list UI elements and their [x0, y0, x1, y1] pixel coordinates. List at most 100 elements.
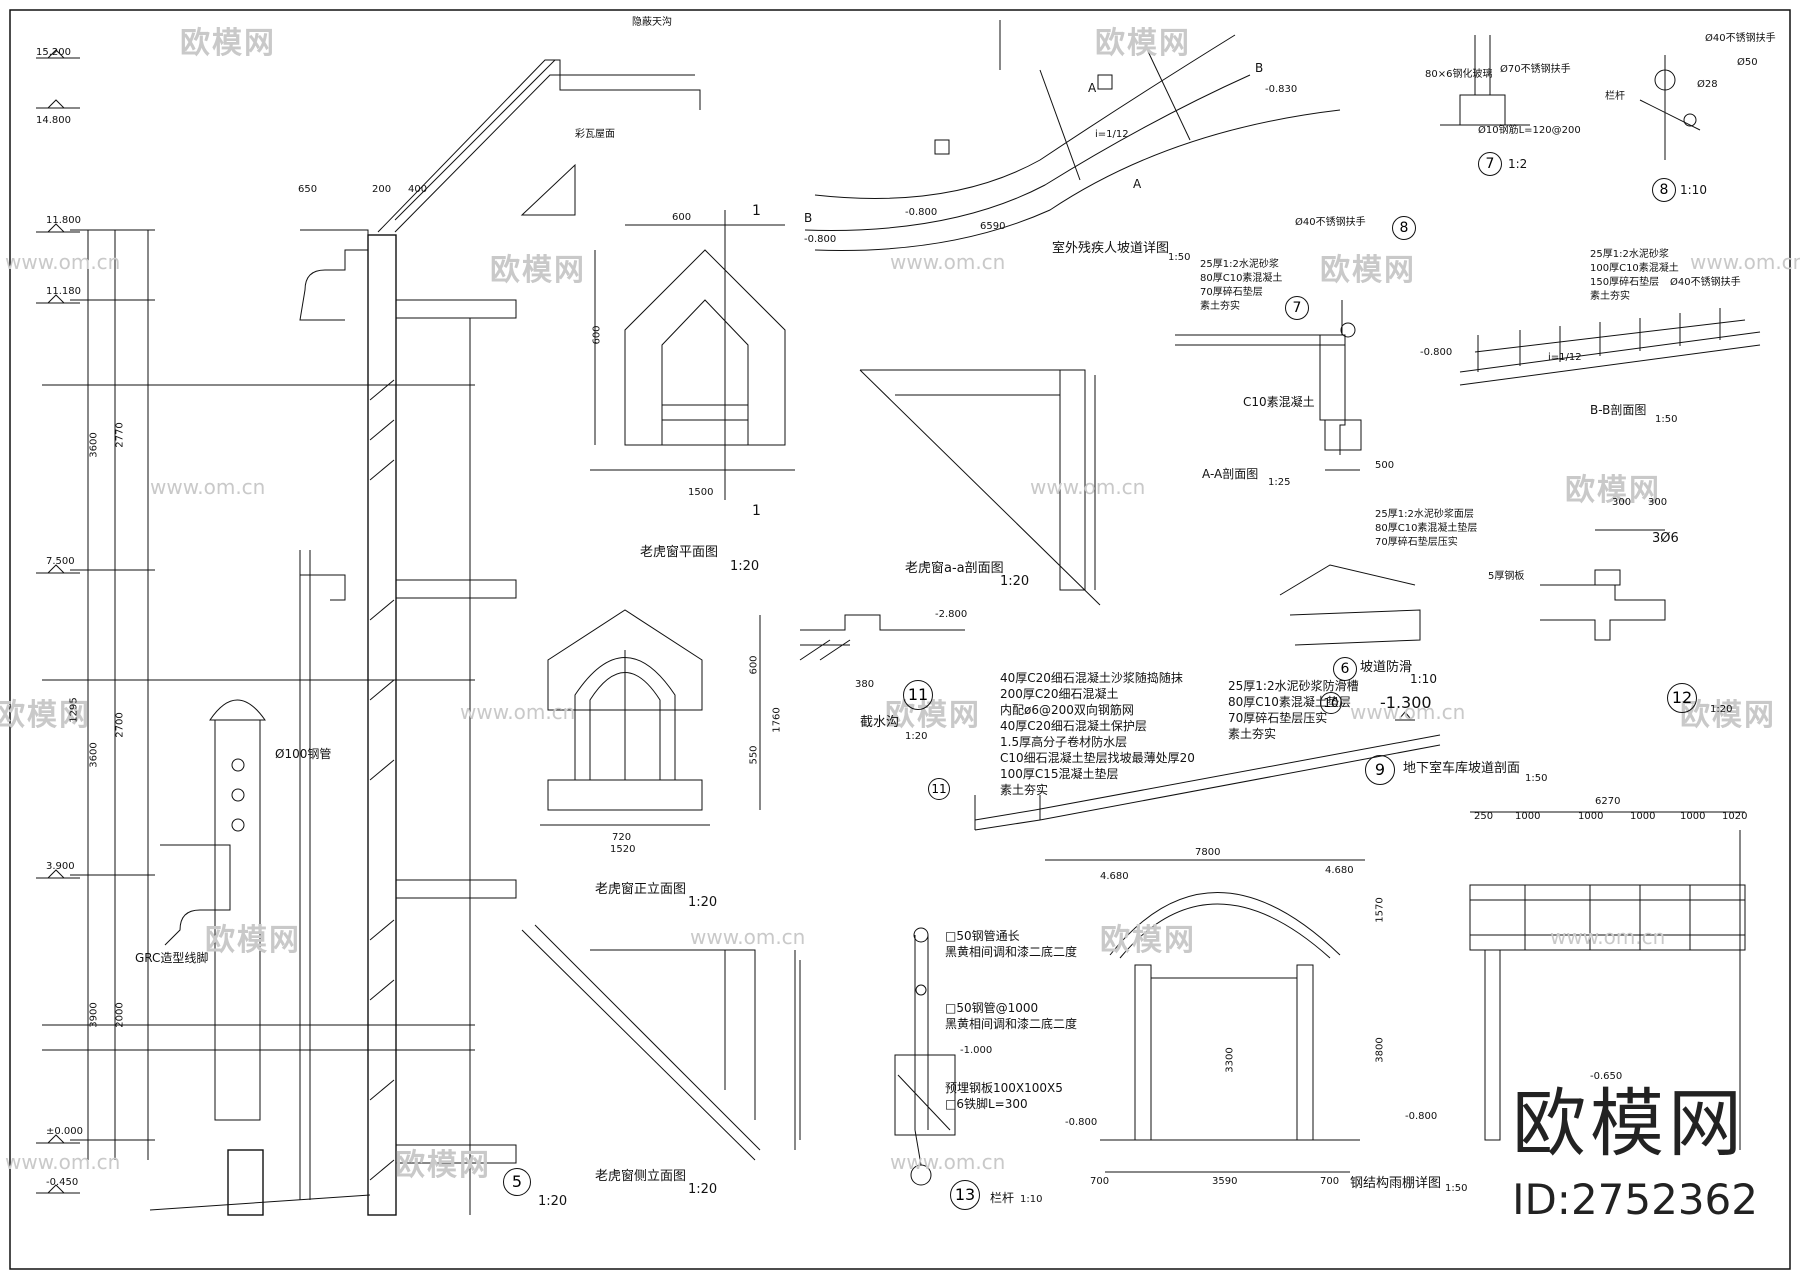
dim-label: 700	[1320, 1176, 1340, 1187]
detail-note: Ø28	[1697, 79, 1718, 90]
watermark-url: www.om.cn	[1690, 250, 1800, 274]
dormer-front-title: 老虎窗正立面图	[595, 882, 687, 897]
layer-label: 40厚C20细石混凝土沙浆随捣随抹	[1000, 671, 1183, 685]
layer-label: 40厚C20细石混凝土保护层	[1000, 719, 1147, 733]
level-label: -0.830	[1265, 84, 1298, 95]
detail-scale: 1:10	[1410, 672, 1437, 686]
layer-label: 70厚碎石垫层压实	[1375, 537, 1458, 548]
canopy-scale: 1:50	[1445, 1183, 1468, 1194]
dim-label: 2770	[114, 422, 126, 448]
detail-ref-6: 6	[1333, 657, 1357, 681]
dim-label: 600	[591, 325, 603, 345]
railing-detail	[799, 927, 956, 1186]
dim-label: 1520	[610, 844, 636, 855]
level-label: 4.680	[1100, 871, 1129, 882]
level-label: 14.800	[36, 115, 71, 126]
dim-label: 200	[372, 184, 392, 195]
detail-ref-10: 10	[1320, 692, 1342, 714]
level-label: -0.450	[46, 1177, 79, 1188]
section-aa	[1175, 300, 1362, 471]
detail-6	[1279, 564, 1421, 646]
canopy-title: 钢结构雨棚详图	[1350, 1176, 1442, 1191]
canopy-side	[1469, 811, 1746, 1150]
ramp-plan-scale: 1:50	[1168, 252, 1191, 263]
railing-note: 黑黄相间调和漆二底二度	[945, 1017, 1078, 1031]
level-label: 11.800	[46, 215, 81, 226]
garage-ramp-title: 地下室车库坡道剖面	[1403, 761, 1521, 776]
dim-label: 1570	[1374, 897, 1386, 923]
dim-label: 3900	[88, 1002, 100, 1028]
ramp-plan	[804, 20, 1341, 251]
ramp-plan-title: 室外残疾人坡道详图	[1052, 241, 1170, 256]
level-label: -0.800	[1420, 347, 1453, 358]
dim-label: 3Ø6	[1652, 531, 1679, 546]
dim-label: 3600	[88, 742, 100, 768]
detail-title: 坡道防滑	[1360, 660, 1413, 675]
layer-label: 80厚C10素混凝土垫层	[1375, 523, 1478, 534]
watermark: 欧模网	[1320, 253, 1416, 288]
layer-label: 100厚C10素混凝土	[1590, 263, 1679, 274]
layer-label: 70厚碎石垫层	[1200, 287, 1263, 298]
dim-label: 1000	[1578, 811, 1604, 822]
brand-id: ID:2752362	[1512, 1175, 1758, 1224]
layer-label: 1.5厚高分子卷材防水层	[1000, 735, 1128, 749]
dim-label: 1500	[688, 487, 714, 498]
dormer-side-title: 老虎窗侧立面图	[595, 1169, 687, 1184]
watermark: 欧模网	[180, 26, 276, 61]
dim-label: 2700	[114, 712, 126, 738]
dim-label: 550	[748, 745, 760, 765]
brand-name: 欧模网	[1512, 1081, 1747, 1167]
watermark-url: www.om.cn	[5, 1150, 121, 1174]
dim-label: 6270	[1595, 796, 1621, 807]
layer-label: 25厚1:2水泥砂浆	[1200, 259, 1279, 270]
dim-label: 380	[855, 679, 875, 690]
detail-ref-8: 8	[1392, 216, 1416, 240]
dim-label: 300	[1648, 497, 1668, 508]
section-bb-title: B-B剖面图	[1590, 403, 1647, 417]
detail-note: Ø10钢筋L=120@200	[1478, 125, 1581, 136]
watermark: 欧模网	[1095, 26, 1191, 61]
detail-note: 5厚钢板	[1488, 571, 1525, 582]
watermark-url: www.om.cn	[1350, 700, 1466, 724]
dim-label: 1000	[1630, 811, 1656, 822]
watermark-url: www.om.cn	[890, 1150, 1006, 1174]
watermark-url: www.om.cn	[1030, 475, 1146, 499]
detail-note: 栏杆	[1605, 91, 1625, 102]
watermark: 欧模网	[885, 698, 981, 733]
section-aa-title: A-A剖面图	[1202, 467, 1259, 481]
watermark-url: www.om.cn	[890, 250, 1006, 274]
layer-label: 150厚碎石垫层	[1590, 277, 1660, 288]
watermark-url: www.om.cn	[150, 475, 266, 499]
level-label: -0.650	[1590, 1071, 1623, 1082]
level-label: -1.300	[1380, 693, 1432, 712]
level-label: 15.200	[36, 47, 71, 58]
brand-watermark: 欧模网 ID:2752362	[1512, 1064, 1758, 1224]
garage-ramp-scale: 1:50	[1525, 773, 1548, 784]
watermark-url: www.om.cn	[1550, 925, 1666, 949]
dormer-section-title: 老虎窗a-a剖面图	[905, 561, 1004, 576]
detail-ref-11: 11	[928, 778, 950, 800]
detail-ref-13: 13	[950, 1180, 980, 1210]
detail-ref-5: 5	[503, 1168, 531, 1196]
dim-label: 700	[1090, 1176, 1110, 1187]
detail-title: 截水沟	[860, 715, 900, 730]
dim-label: 1020	[1722, 811, 1748, 822]
dim-label: 1000	[1515, 811, 1541, 822]
scale-label: 1:20	[538, 1194, 568, 1209]
dormer-section	[859, 369, 1101, 606]
railing-note: □6铁脚L=300	[945, 1097, 1028, 1111]
layer-label: 内配ø6@200双向钢筋网	[1000, 703, 1134, 717]
level-label: -1.000	[960, 1045, 993, 1056]
slope-label: i=1/12	[1095, 129, 1129, 140]
sheet-border	[9, 9, 1791, 1270]
detail-note: Ø70不锈钢扶手	[1500, 64, 1571, 75]
dim-label: 250	[1474, 811, 1494, 822]
level-label: 11.180	[46, 286, 81, 297]
dormer-plan	[590, 210, 795, 500]
detail-ref-11: 11	[903, 680, 933, 710]
cut-label: A	[1088, 81, 1097, 95]
dim-label: 650	[298, 184, 318, 195]
dim-label: 600	[672, 212, 692, 223]
dim-label: 1295	[68, 697, 80, 723]
railing-note: □50钢管通长	[945, 929, 1020, 943]
